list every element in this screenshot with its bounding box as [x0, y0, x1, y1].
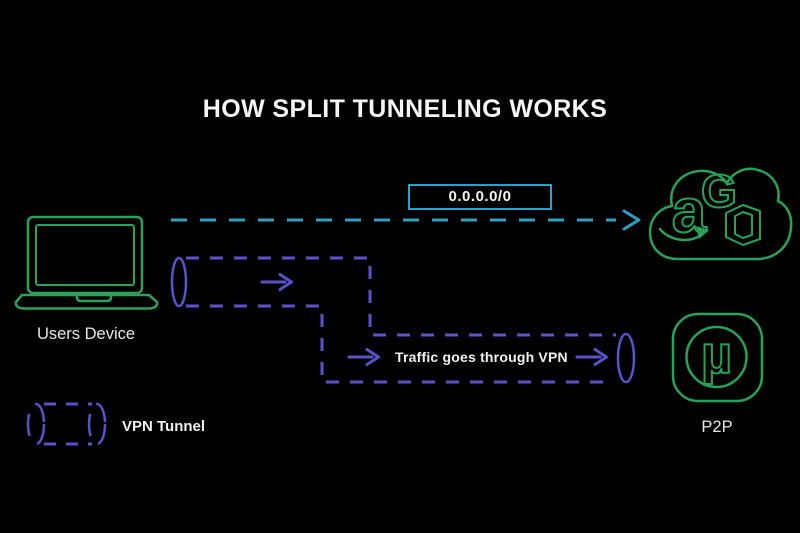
vpn-tunnel-legend-icon [26, 402, 107, 446]
users-device-label: Users Device [36, 325, 136, 343]
page-title: HOW SPLIT TUNNELING WORKS [202, 95, 608, 123]
traffic-label: Traffic goes through VPN [395, 349, 568, 365]
cloud-outline [648, 167, 793, 261]
arrowhead-icon [622, 209, 641, 231]
p2p-label: P2P [701, 418, 733, 436]
legend-label: VPN Tunnel [122, 418, 206, 435]
route-label: 0.0.0.0/0 [448, 188, 512, 205]
vpn-tunnel-path [170, 256, 636, 384]
laptop-icon [14, 215, 159, 310]
utorrent-glyph: µ [701, 325, 732, 385]
office-logo-icon [725, 204, 761, 246]
tunnel-flow-arrow-1 [260, 273, 293, 291]
amazon-smile-arrowhead-icon [696, 226, 709, 239]
tunnel-flow-arrow-3 [575, 348, 608, 366]
cloud-services-icon: G a [648, 164, 793, 261]
tunnel-flow-arrow-2 [347, 348, 380, 366]
tunnel-entry-icon [170, 256, 188, 308]
tunnel-exit-icon [616, 332, 636, 384]
default-route-arrow [171, 209, 641, 231]
google-logo-icon: G [701, 165, 737, 217]
p2p-utorrent-icon: µ [671, 312, 764, 403]
route-label-box: 0.0.0.0/0 [408, 184, 552, 210]
office-logo-inner [734, 211, 753, 239]
